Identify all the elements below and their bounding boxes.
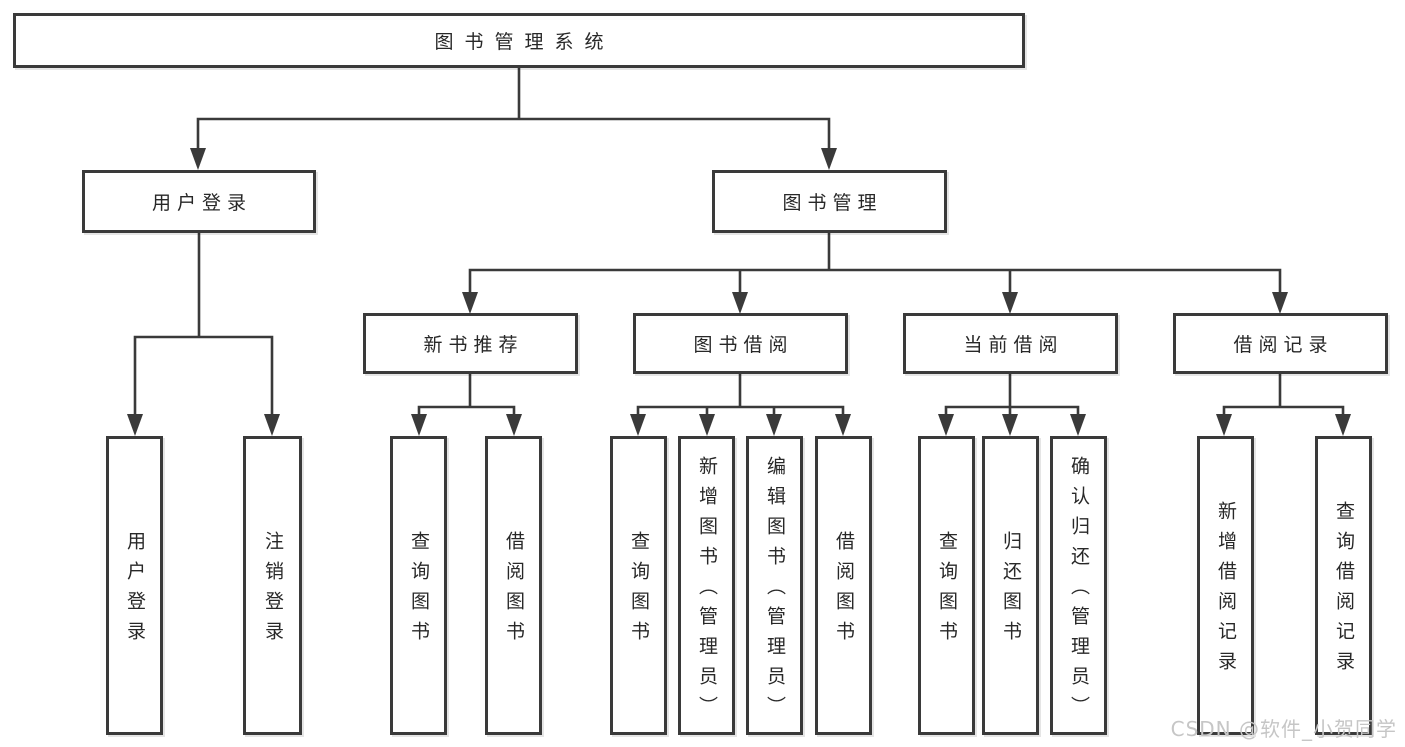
node-leaf-logout: 注销登录 — [243, 436, 302, 735]
node-borrow-record: 借阅记录 — [1173, 313, 1388, 374]
node-leaf-query-book-borrow: 查询图书 — [610, 436, 667, 735]
csdn-watermark: CSDN @软件_小贺同学 — [1170, 717, 1397, 741]
node-leaf-edit-book-admin: 编辑图书（管理员） — [746, 436, 803, 735]
node-label: 确认归还（管理员） — [1067, 456, 1090, 726]
node-leaf-return-book: 归还图书 — [982, 436, 1039, 735]
node-label: 查询图书 — [935, 531, 958, 651]
node-leaf-query-borrow-record: 查询借阅记录 — [1315, 436, 1372, 735]
node-label: 新增图书（管理员） — [695, 456, 718, 726]
node-label: 归还图书 — [999, 531, 1022, 651]
node-label: 新书推荐 — [423, 334, 524, 356]
connector-strokes — [133, 68, 1345, 417]
node-label: 查询图书 — [627, 531, 650, 651]
node-leaf-query-book-recommend: 查询图书 — [390, 436, 447, 735]
node-root-system: 图书管理系统 — [13, 13, 1025, 68]
node-book-management: 图书管理 — [712, 170, 947, 233]
node-leaf-add-borrow-record: 新增借阅记录 — [1197, 436, 1254, 735]
node-label: 当前借阅 — [963, 334, 1064, 356]
node-leaf-borrow-book-borrow: 借阅图书 — [815, 436, 872, 735]
node-label: 用户登录 — [151, 192, 252, 214]
node-label: 图书借阅 — [693, 334, 794, 356]
node-label: 查询图书 — [407, 531, 430, 651]
node-label: 借阅图书 — [502, 531, 525, 651]
node-leaf-borrow-book-recommend: 借阅图书 — [485, 436, 542, 735]
node-current-borrow: 当前借阅 — [903, 313, 1118, 374]
node-book-borrow: 图书借阅 — [633, 313, 848, 374]
node-label: 注销登录 — [261, 531, 284, 651]
node-label: 查询借阅记录 — [1332, 501, 1355, 681]
node-label: 借阅记录 — [1233, 334, 1334, 356]
node-label: 图书管理 — [782, 192, 883, 214]
node-label: 图书管理系统 — [434, 31, 615, 53]
node-label: 借阅图书 — [832, 531, 855, 651]
node-leaf-add-book-admin: 新增图书（管理员） — [678, 436, 735, 735]
node-label: 用户登录 — [123, 531, 146, 651]
node-label: 编辑图书（管理员） — [763, 456, 786, 726]
node-label: 新增借阅记录 — [1214, 501, 1237, 681]
node-user-login: 用户登录 — [82, 170, 316, 233]
arrowheads — [127, 148, 1351, 436]
node-new-book-recommend: 新书推荐 — [363, 313, 578, 374]
node-leaf-query-book-current: 查询图书 — [918, 436, 975, 735]
node-leaf-confirm-return-admin: 确认归还（管理员） — [1050, 436, 1107, 735]
node-leaf-user-login: 用户登录 — [106, 436, 163, 735]
